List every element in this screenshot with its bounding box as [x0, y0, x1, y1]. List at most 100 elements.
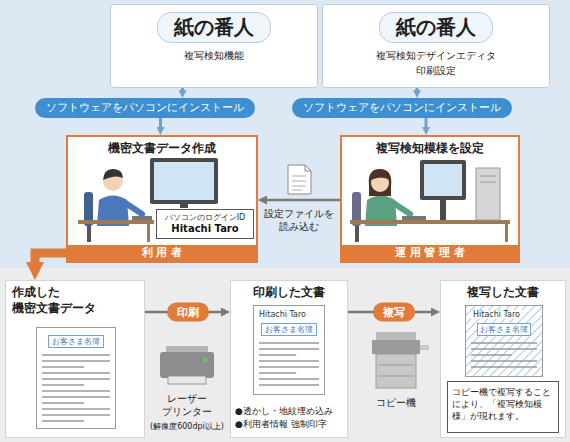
text-line — [42, 396, 110, 398]
copier-illustration — [372, 332, 428, 388]
install-band: ソフトウェアをパソコンにインストール — [35, 98, 255, 118]
user-illustration — [180, 204, 188, 208]
settings-file-icon — [292, 190, 302, 191]
node-text: 運 用 管 理 者 — [342, 245, 518, 261]
flow-arrow — [159, 118, 162, 127]
text-line — [471, 360, 537, 362]
bottom-ground — [0, 268, 570, 442]
admin-illustration — [392, 202, 410, 214]
text-line — [42, 354, 110, 356]
printer-illustration — [160, 346, 214, 384]
copier-illustration — [378, 365, 414, 366]
text-line — [259, 342, 319, 344]
role-box: 複写検知模様を設定運 用 管 理 者 — [340, 135, 520, 263]
node-text: お客さま名簿 — [477, 323, 531, 336]
device-label: (解像度600dpi以上) — [140, 422, 234, 432]
settings-file-icon — [288, 165, 311, 194]
text-line — [259, 372, 296, 374]
node-text: 紙の番人 — [157, 12, 271, 43]
copier-illustration — [420, 346, 428, 349]
edge-label: 設定ファイルを 読み込む — [261, 207, 337, 233]
copy-pattern — [466, 306, 542, 376]
node-text: 利 用 者 — [68, 245, 256, 261]
admin-illustration — [355, 226, 359, 242]
settings-file-icon — [288, 165, 311, 194]
admin-illustration — [350, 160, 510, 242]
node-text: Hitachi Taro — [259, 310, 306, 319]
stage-box: 作成した 機密文書データお客さま名簿 — [5, 280, 145, 438]
box-fill — [253, 305, 325, 395]
box-fill — [156, 209, 254, 239]
user-illustration — [154, 162, 214, 200]
user-illustration — [132, 216, 152, 220]
admin-illustration — [480, 176, 496, 177]
printer-illustration — [203, 358, 207, 362]
flow-arrow — [425, 118, 428, 127]
copier-illustration — [378, 376, 414, 377]
box-fills — [5, 4, 566, 438]
node-text: ●利用者情報 強制印字 — [231, 418, 327, 437]
settings-file-icon — [305, 165, 311, 171]
box-fill — [440, 280, 566, 438]
box-fill — [340, 135, 520, 263]
node-text: 印刷設定 — [416, 64, 456, 78]
node-text: コピー機で複写することにより、「複写検知模様」が現れます。 — [448, 382, 558, 426]
flow-arrow — [35, 253, 66, 262]
settings-file-icon — [292, 176, 306, 177]
box-fill — [36, 327, 116, 429]
flow-arrow — [267, 199, 340, 202]
user-illustration — [124, 202, 142, 214]
settings-file-icon — [292, 186, 306, 187]
text-line — [471, 342, 537, 344]
node-text: 機密文書データ作成 — [104, 137, 220, 157]
flow-arrow — [416, 88, 419, 90]
admin-illustration — [371, 172, 390, 180]
document-sheet: Hitachi Taroお客さま名簿 — [253, 305, 325, 395]
stage-box: 複写した文書Hitachi Taroお客さま名簿コピー機で複写することにより、「… — [440, 280, 566, 438]
text-line — [42, 408, 110, 410]
admin-illustration — [420, 160, 466, 200]
device-label: コピー機 — [370, 396, 422, 409]
admin-illustration — [350, 220, 510, 224]
node-text: 複写検知模様を設定 — [372, 137, 488, 157]
node-text: ソフトウェアをパソコンにインストール — [46, 98, 244, 118]
node-text: 複写検知デザインエディタ — [376, 49, 496, 63]
box-fill — [66, 135, 258, 263]
printer-illustration — [168, 376, 206, 384]
node-text: パソコンのログインID — [165, 212, 246, 223]
text-line — [42, 414, 110, 416]
software-panel: 紙の番人複写検知デザインエディタ印刷設定 — [322, 4, 550, 88]
document-sheet: お客さま名簿 — [36, 327, 116, 429]
node-text: Hitachi Taro — [471, 310, 522, 319]
text-line — [42, 378, 110, 380]
admin-illustration — [480, 182, 496, 183]
admin-illustration — [505, 224, 508, 242]
node-text: ●透かし・地紋埋め込み — [231, 405, 333, 418]
admin-illustration — [402, 216, 426, 220]
device-label: レーザー プリンター — [147, 392, 227, 418]
text-line — [42, 402, 84, 404]
text-line — [259, 384, 319, 386]
admin-illustration — [440, 200, 446, 220]
callout-box: コピー機で複写することにより、「複写検知模様」が現れます。 — [447, 381, 559, 433]
admin-illustration — [369, 169, 392, 196]
node-text: ソフトウェアをパソコンにインストール — [303, 98, 501, 118]
software-panel: 紙の番人複写検知機能 — [110, 4, 318, 88]
admin-illustration — [476, 168, 500, 220]
text-line — [471, 366, 537, 368]
copier-illustration — [376, 332, 416, 340]
text-line — [259, 378, 319, 380]
box-fill — [465, 305, 543, 377]
user-illustration — [150, 158, 218, 204]
flow-arrow — [181, 88, 184, 90]
user-illustration — [147, 224, 150, 242]
copier-illustration — [376, 354, 416, 388]
admin-illustration — [424, 164, 462, 196]
text-line — [42, 372, 110, 374]
user-illustration — [103, 169, 123, 180]
text-line — [42, 390, 110, 392]
text-line — [259, 360, 319, 362]
node-text: 印刷した文書 — [249, 281, 329, 301]
node-text: 複写検知機能 — [184, 49, 244, 63]
